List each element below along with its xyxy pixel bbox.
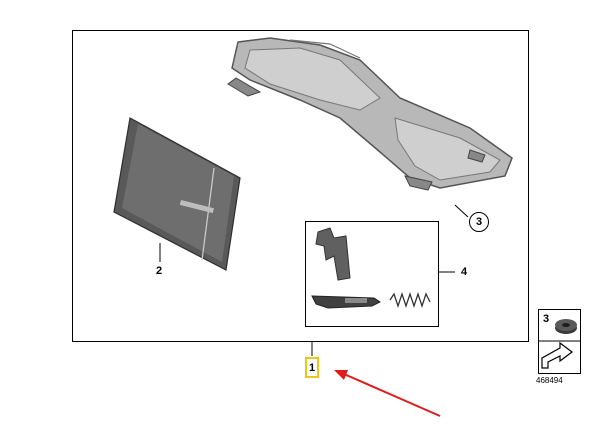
legend-number: 3 bbox=[543, 313, 550, 325]
leader-line-3 bbox=[454, 204, 469, 218]
part-label-1[interactable]: 1 bbox=[305, 357, 319, 378]
wind-deflector bbox=[227, 37, 513, 191]
bracket-part bbox=[315, 227, 351, 281]
part-label-2[interactable]: 2 bbox=[156, 265, 163, 277]
diagram-frame bbox=[72, 30, 529, 342]
part-label-3[interactable]: 3 bbox=[469, 212, 489, 232]
storage-bag bbox=[113, 117, 241, 271]
kit-frame bbox=[305, 221, 439, 327]
diagram-id-caption: 468494 bbox=[536, 376, 563, 385]
spring-part bbox=[389, 291, 431, 309]
red-arrow bbox=[334, 370, 441, 417]
part-label-4[interactable]: 4 bbox=[461, 266, 468, 278]
legend-box bbox=[538, 309, 581, 374]
latch-part bbox=[311, 295, 381, 309]
legend-icon bbox=[539, 319, 580, 369]
